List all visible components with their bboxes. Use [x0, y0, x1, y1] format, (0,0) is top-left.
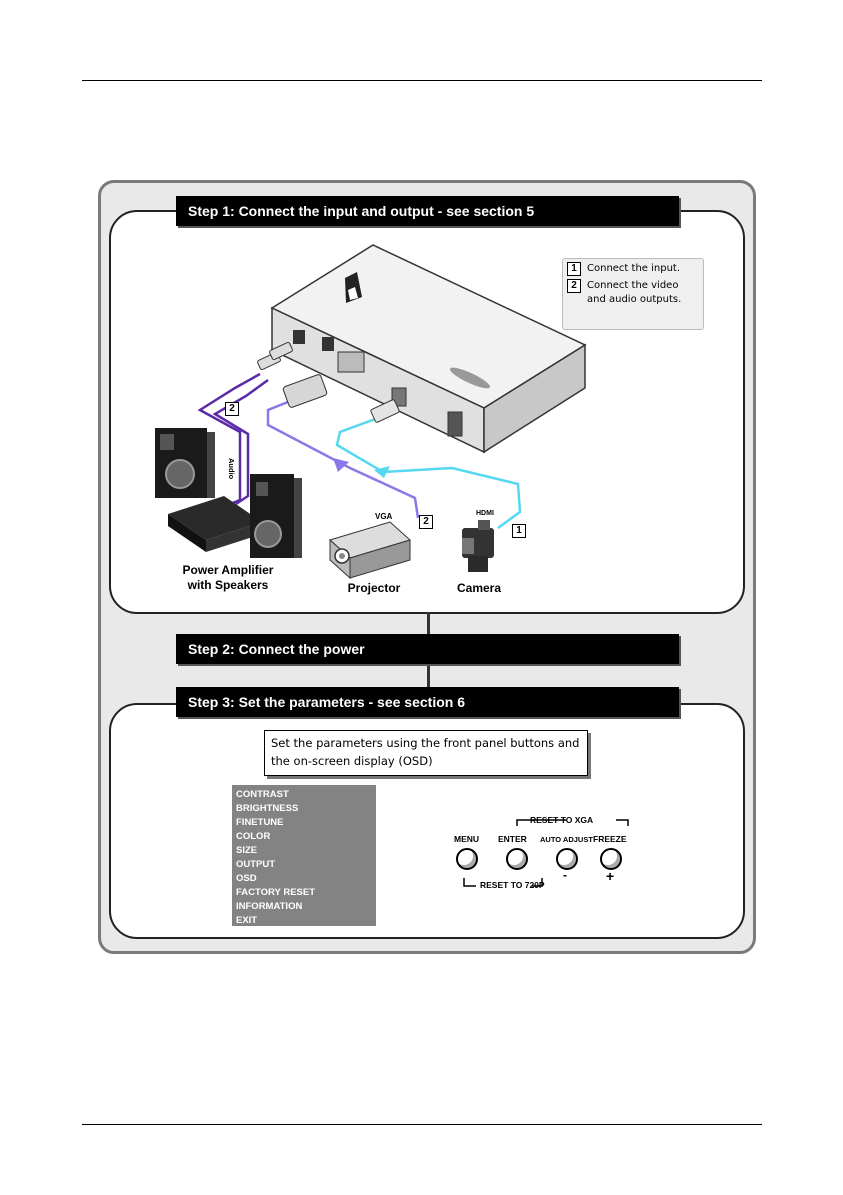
osd-item-information: INFORMATION: [236, 901, 303, 912]
hdmi-cable: [335, 416, 522, 530]
step-connector-upper: [427, 612, 430, 634]
plus-label: +: [606, 868, 615, 884]
footer-rule: [82, 1124, 762, 1125]
legend-text-1: Connect the input.: [587, 263, 681, 274]
step3-title: Step 3: Set the parameters - see section…: [176, 687, 679, 717]
osd-item-size: SIZE: [236, 845, 258, 856]
amplifier: [168, 496, 262, 552]
camera-label: Camera: [456, 581, 502, 595]
vga-marker: 2: [419, 515, 433, 529]
legend-item-2: 2 Connect the video and audio outputs.: [567, 279, 699, 307]
osd-item-brightness: BRIGHTNESS: [236, 803, 299, 814]
osd-menu: CONTRAST BRIGHTNESS FINETUNE COLOR SIZE …: [232, 785, 376, 926]
step-connector-lower: [427, 664, 430, 688]
hdmi-marker: 1: [512, 524, 526, 538]
step2-title: Step 2: Connect the power: [176, 634, 679, 664]
projector-label: Projector: [347, 581, 401, 595]
projector: [329, 521, 411, 580]
auto-adjust-button[interactable]: [556, 848, 578, 870]
speaker-right: [250, 474, 302, 558]
speaker-left: [155, 428, 215, 498]
osd-item-exit: EXIT: [236, 915, 258, 926]
hdmi-direction-arrow: [374, 466, 390, 478]
enter-label: ENTER: [498, 834, 527, 844]
legend-text-2: Connect the video and audio outputs.: [587, 280, 682, 305]
osd-item-contrast: CONTRAST: [236, 789, 289, 800]
auto-adjust-label: AUTO ADJUST: [540, 835, 593, 844]
amplifier-label-line2: with Speakers: [187, 578, 269, 592]
menu-label: MENU: [454, 834, 480, 844]
reset-to-720p-label: RESET TO 720P: [480, 880, 545, 890]
osd-item-color: COLOR: [236, 831, 271, 842]
menu-button[interactable]: [456, 848, 478, 870]
parameters-callout: Set the parameters using the front panel…: [264, 730, 588, 776]
header-rule: [82, 80, 762, 81]
hdmi-cable-label: HDMI: [476, 510, 494, 517]
legend-number-2: 2: [567, 279, 581, 293]
camera: [462, 520, 494, 572]
vga-cable: [266, 396, 420, 519]
minus-label: -: [563, 868, 567, 882]
audio-cable-2: [212, 378, 269, 506]
enter-button[interactable]: [506, 848, 528, 870]
osd-item-finetune: FINETUNE: [236, 817, 284, 828]
vga-cable-label: VGA: [375, 512, 393, 521]
audio-cable: [197, 372, 261, 508]
osd-item-osd: OSD: [236, 873, 257, 884]
vga-direction-arrow: [333, 458, 349, 472]
amplifier-label: Power Amplifier with Speakers: [168, 563, 288, 593]
freeze-button[interactable]: [600, 848, 622, 870]
osd-item-factory-reset: FACTORY RESET: [236, 887, 316, 898]
amplifier-label-line1: Power Amplifier: [182, 563, 274, 577]
reset-to-xga-label: RESET TO XGA: [530, 815, 594, 825]
step1-legend: 1 Connect the input. 2 Connect the video…: [562, 258, 704, 330]
osd-item-output: OUTPUT: [236, 859, 276, 870]
scaler-device: [270, 244, 587, 454]
step1-title: Step 1: Connect the input and output - s…: [176, 196, 679, 226]
freeze-label: FREEZE: [593, 834, 627, 844]
legend-number-1: 1: [567, 262, 581, 276]
legend-item-1: 1 Connect the input.: [567, 262, 699, 276]
audio-marker: 2: [225, 402, 239, 416]
